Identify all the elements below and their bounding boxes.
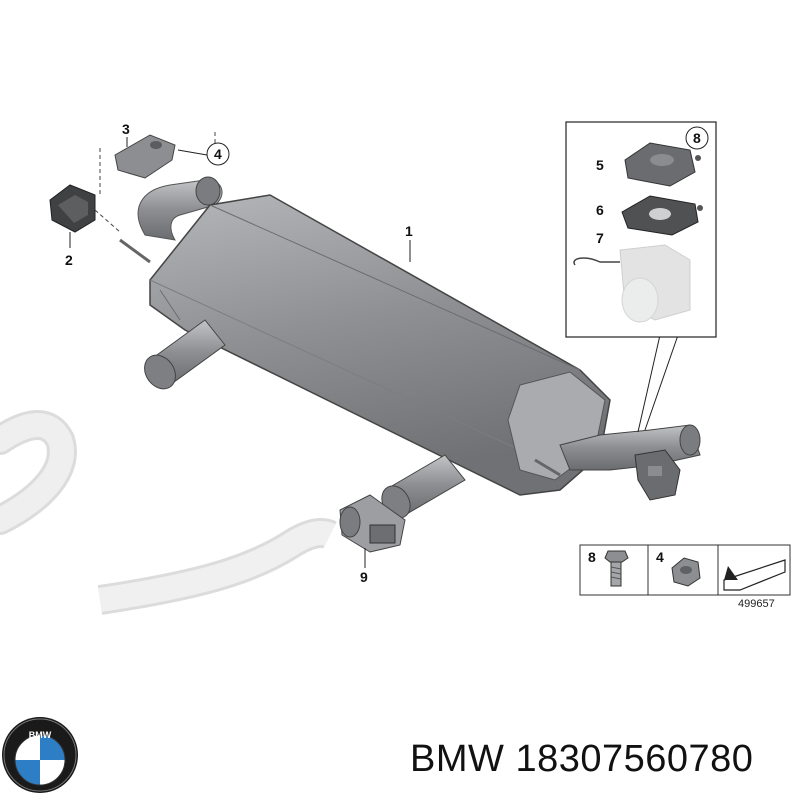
bmw-logo-icon: BMW xyxy=(2,717,78,793)
brand-name: BMW xyxy=(410,738,505,780)
arrow-ref-icon xyxy=(723,559,786,591)
inlet-pipe xyxy=(137,176,223,241)
callout-4: 4 xyxy=(214,146,222,162)
diagram-id: 499657 xyxy=(738,598,775,610)
legend-nut-number: 4 xyxy=(656,549,664,565)
callout-5: 5 xyxy=(596,157,604,173)
screw-icon xyxy=(695,155,701,161)
tailpipe-actuator xyxy=(634,449,681,501)
rubber-damper xyxy=(49,184,121,233)
hardware-legend: 8 4 xyxy=(579,544,791,596)
part-number: 18307560780 xyxy=(515,738,754,780)
inset-detail-box xyxy=(565,121,717,338)
brand-part-number: BMW 18307560780 xyxy=(410,738,753,781)
callout-8: 8 xyxy=(693,130,701,146)
screw-icon xyxy=(697,205,703,211)
callout-2: 2 xyxy=(65,252,73,268)
legend-screw-number: 8 xyxy=(588,549,596,565)
logo-lettering: BMW xyxy=(29,730,52,740)
callout-6: 6 xyxy=(596,202,604,218)
callout-9: 9 xyxy=(360,569,368,585)
callout-7: 7 xyxy=(596,230,604,246)
callout-3: 3 xyxy=(122,121,130,137)
callout-1: 1 xyxy=(405,223,413,239)
hose-left xyxy=(0,410,77,535)
pipe-clamp xyxy=(339,494,406,553)
nut-icon xyxy=(671,557,701,587)
clip-part xyxy=(573,257,620,266)
side-pipe-left xyxy=(144,319,226,390)
faded-pipe xyxy=(619,244,691,323)
hanger-rod xyxy=(119,238,561,477)
hose-bottom xyxy=(97,518,337,615)
screw-icon xyxy=(604,550,629,587)
